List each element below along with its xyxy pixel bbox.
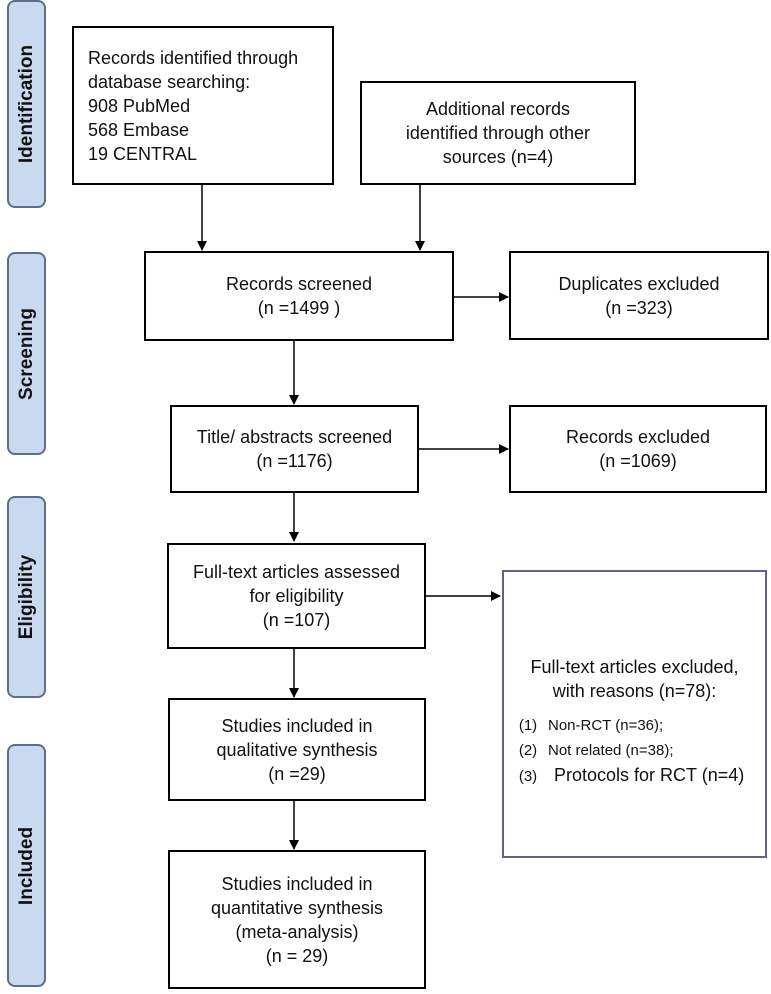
box-line: Duplicates excluded: [558, 273, 720, 294]
box-line: (meta-analysis): [235, 921, 359, 942]
box-line: (n =29): [268, 763, 326, 784]
qualitative-synthesis-box: Studies included in qualitative synthesi…: [168, 698, 426, 801]
records-excluded-box: Records excluded (n =1069): [509, 405, 767, 493]
box-line: identified through other: [405, 123, 591, 143]
reason-text: Protocols for RCT (n=4): [554, 765, 745, 785]
box-line: 19 CENTRAL: [88, 143, 198, 164]
phase-screening: Screening: [7, 252, 46, 455]
reason-text: Not related (n=38);: [548, 742, 674, 759]
box-line: quantitative synthesis: [210, 897, 384, 918]
box-line: 908 PubMed: [88, 95, 191, 116]
box-line: Full-text articles assessed: [192, 562, 401, 582]
records-screened-box: Records screened (n =1499 ): [144, 251, 454, 341]
fulltext-assessed-box: Full-text articles assessed for eligibil…: [167, 543, 426, 649]
phase-identification: Identification: [7, 0, 46, 208]
title-abstracts-screened-box: Title/ abstracts screened (n =1176): [170, 405, 419, 493]
box-line: Records identified through: [88, 47, 299, 68]
box-line: (n =1069): [599, 451, 677, 471]
list-item: (1) Non-RCT (n=36);: [508, 713, 765, 738]
records-identified-box: Records identified through database sear…: [72, 26, 334, 185]
box-line: (n =1499 ): [257, 298, 341, 318]
box-line: (n =323): [605, 297, 673, 318]
quantitative-synthesis-box: Studies included in quantitative synthes…: [168, 850, 426, 989]
duplicates-excluded-box: Duplicates excluded (n =323): [509, 251, 769, 340]
phase-included: Included: [7, 744, 46, 987]
list-item: (3) Protocols for RCT (n=4): [508, 763, 765, 789]
box-line: 568 Embase: [88, 119, 190, 140]
box-line: Studies included in: [221, 873, 373, 894]
box-line: Additional records: [425, 99, 571, 119]
box-line: with reasons (n=78):: [552, 681, 717, 701]
excluded-heading: Full-text articles excluded, with reason…: [504, 655, 765, 703]
box-line: (n =107): [262, 610, 331, 630]
exclusion-reasons-list: (1) Non-RCT (n=36); (2) Not related (n=3…: [504, 713, 765, 789]
box-line: sources (n=4): [442, 147, 554, 167]
reason-number: (2): [518, 742, 538, 759]
box-line: Records screened: [225, 274, 373, 294]
additional-records-box: Additional records identified through ot…: [360, 81, 636, 185]
reason-number: (1): [518, 717, 538, 734]
box-line: Studies included in: [221, 715, 373, 736]
box-line: (n =1176): [256, 451, 333, 471]
box-line: for eligibility: [249, 586, 344, 606]
list-item: (2) Not related (n=38);: [508, 738, 765, 763]
box-line: database searching:: [88, 71, 251, 92]
phase-eligibility: Eligibility: [7, 496, 46, 698]
box-line: Records excluded: [565, 427, 711, 447]
box-line: Full-text articles excluded,: [530, 657, 739, 677]
reason-text: Non-RCT (n=36);: [548, 717, 664, 734]
box-line: Title/ abstracts screened: [196, 427, 393, 447]
reason-number: (3): [518, 768, 538, 785]
box-line: (n = 29): [265, 945, 329, 966]
fulltext-excluded-box: Full-text articles excluded, with reason…: [502, 570, 767, 858]
box-line: qualitative synthesis: [216, 739, 378, 760]
